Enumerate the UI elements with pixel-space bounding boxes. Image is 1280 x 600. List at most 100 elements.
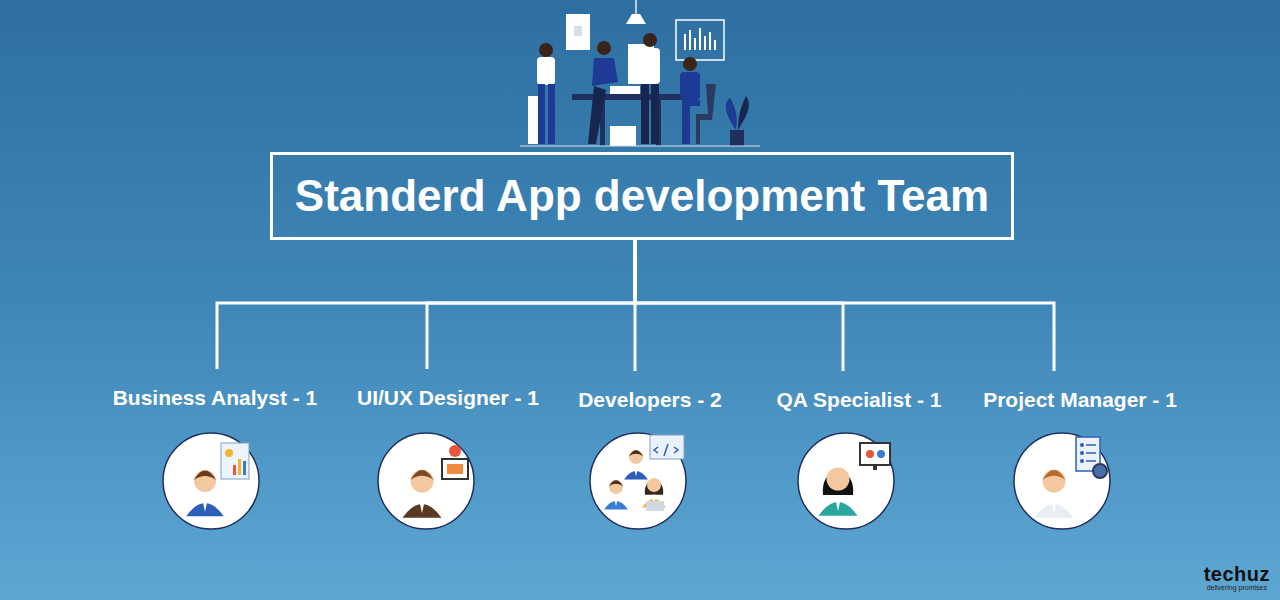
role-circle xyxy=(378,433,474,529)
bar xyxy=(238,459,241,475)
monitor-stand xyxy=(873,465,877,470)
check-line xyxy=(1086,444,1096,446)
person-head xyxy=(539,43,553,57)
box xyxy=(610,126,636,146)
person-head xyxy=(683,57,697,71)
floor-line xyxy=(520,146,760,147)
code-window xyxy=(650,435,684,459)
face xyxy=(629,450,643,464)
role-label: Project Manager - 1 xyxy=(983,387,1177,413)
face xyxy=(609,480,623,494)
logo-tagline: delivering promises xyxy=(1204,584,1270,592)
person-shirt xyxy=(537,57,555,85)
role-label: UI/UX Designer - 1 xyxy=(357,385,539,411)
check-line xyxy=(1086,460,1096,462)
laptop xyxy=(610,86,640,94)
check-dot xyxy=(1080,459,1084,463)
person-shirt xyxy=(592,58,618,86)
check-line xyxy=(1086,452,1096,454)
code-symbol xyxy=(654,444,678,456)
gear xyxy=(877,450,885,458)
lamp xyxy=(626,14,646,24)
bar xyxy=(243,461,246,475)
table-top xyxy=(572,94,690,100)
shirt xyxy=(614,497,618,507)
logo-wordmark: techuz xyxy=(1204,564,1270,584)
pie xyxy=(225,449,233,457)
check-dot xyxy=(1080,443,1084,447)
role-icon xyxy=(1012,431,1112,531)
tree-connector xyxy=(635,240,1054,371)
plant-leaf xyxy=(738,96,749,130)
hair xyxy=(194,471,216,480)
person-shirt xyxy=(680,72,700,100)
gear xyxy=(1093,464,1107,478)
role-node: Developers - 2 xyxy=(578,387,722,531)
role-icon xyxy=(588,431,688,531)
shirt xyxy=(1051,497,1058,513)
role-node: Project Manager - 1 xyxy=(983,387,1177,531)
face xyxy=(411,470,434,493)
role-figure xyxy=(818,443,890,516)
shirt xyxy=(419,497,426,513)
tree-connector xyxy=(217,240,635,369)
company-logo: techuzdelivering promises xyxy=(1204,564,1270,592)
lamp-cord xyxy=(635,0,637,14)
tree-connector xyxy=(427,240,635,369)
role-circle xyxy=(798,433,894,529)
tree-connector xyxy=(635,240,843,371)
shirt xyxy=(835,495,842,511)
role-circle xyxy=(590,433,686,529)
role-figure xyxy=(186,443,249,516)
role-circle xyxy=(163,433,259,529)
role-circle xyxy=(1014,433,1110,529)
person-leg xyxy=(641,84,649,144)
role-figure xyxy=(402,445,468,518)
screen-icon xyxy=(442,459,468,479)
monitor-icon xyxy=(860,443,890,465)
chart-bars xyxy=(684,28,716,50)
screen-content xyxy=(447,464,463,474)
role-node: Business Analyst - 1 xyxy=(113,385,318,531)
hair xyxy=(411,470,434,480)
face xyxy=(826,468,849,491)
hair xyxy=(1042,470,1065,480)
face xyxy=(1042,470,1065,493)
role-node: QA Specialist - 1 xyxy=(777,387,942,531)
wall-board xyxy=(566,14,590,50)
person-leg xyxy=(588,86,606,144)
gear xyxy=(866,450,874,458)
check-dot xyxy=(1080,451,1084,455)
board-mark xyxy=(574,26,582,36)
person-head xyxy=(643,33,657,47)
team-title-box: Standerd App development Team xyxy=(270,152,1014,240)
role-figure xyxy=(604,435,684,511)
role-node: UI/UX Designer - 1 xyxy=(357,385,539,531)
role-label: Business Analyst - 1 xyxy=(113,385,318,411)
face xyxy=(194,470,216,492)
role-label: QA Specialist - 1 xyxy=(777,387,942,413)
chart-board xyxy=(676,20,724,60)
shirt xyxy=(634,467,638,477)
shirt xyxy=(202,496,209,511)
plant-leaf xyxy=(726,98,737,130)
person-leg xyxy=(538,84,545,144)
team-title: Standerd App development Team xyxy=(295,171,989,221)
face xyxy=(647,478,661,492)
stool xyxy=(528,96,538,144)
chair xyxy=(696,84,716,144)
person-leg xyxy=(651,84,659,144)
bar xyxy=(233,465,236,475)
plant-pot xyxy=(730,130,744,146)
badge xyxy=(449,445,461,457)
hair xyxy=(629,450,643,456)
role-icon xyxy=(161,431,261,531)
role-icon xyxy=(376,431,476,531)
person-leg xyxy=(548,84,555,144)
hair xyxy=(609,480,623,486)
person-shirt xyxy=(640,48,660,84)
role-figure xyxy=(1034,437,1107,518)
role-icon xyxy=(796,431,896,531)
laptop xyxy=(646,501,664,511)
report-sheet xyxy=(221,443,249,479)
